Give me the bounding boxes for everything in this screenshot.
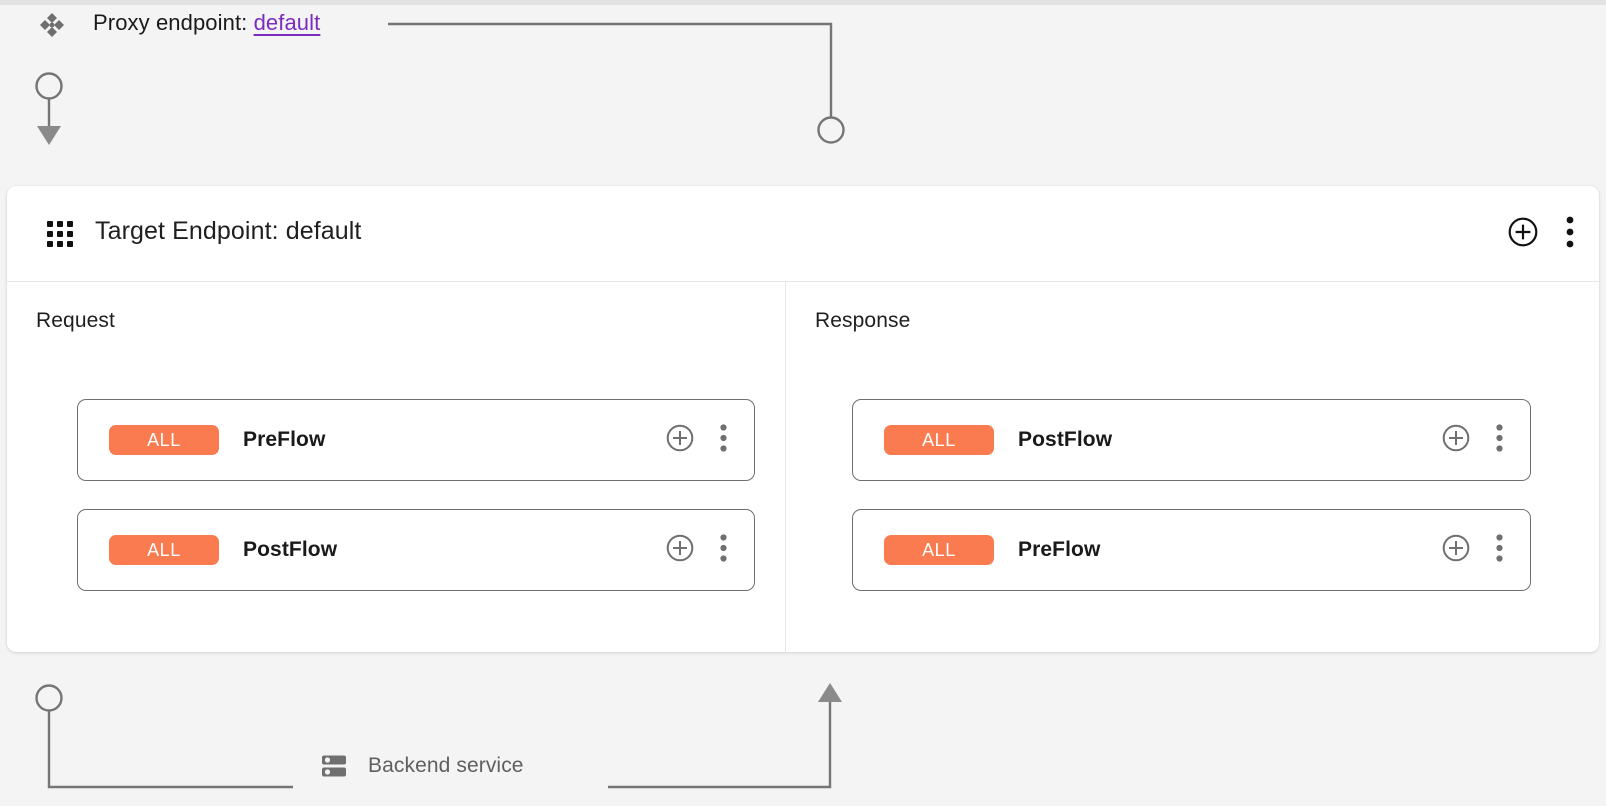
backend-service-node[interactable]: Backend service (320, 752, 524, 780)
arrow-up-backend-response (818, 683, 842, 702)
plus-circle-icon[interactable] (1507, 216, 1539, 253)
status-badge: ALL (884, 535, 994, 565)
flow-card-actions (665, 423, 728, 458)
request-column-title: Request (36, 309, 115, 332)
flow-card-actions (665, 533, 728, 568)
page-title: Target Endpoint: default (95, 217, 362, 245)
server-rack-icon (320, 752, 348, 780)
flow-card-response-preflow[interactable]: ALL PreFlow (852, 509, 1531, 591)
flow-name: PreFlow (243, 428, 326, 451)
connector-node-target-out (35, 684, 63, 712)
plus-circle-icon[interactable] (665, 533, 695, 568)
more-vert-icon[interactable] (1495, 533, 1504, 568)
flow-card-request-postflow[interactable]: ALL PostFlow (77, 509, 755, 591)
flow-card-request-preflow[interactable]: ALL PreFlow (77, 399, 755, 481)
flow-card-actions (1441, 423, 1504, 458)
grid-3x3-icon (45, 219, 75, 249)
proxy-endpoint-label: Proxy endpoint: default (93, 10, 320, 36)
more-vert-icon[interactable] (1565, 215, 1575, 254)
top-edge-strip (0, 0, 1606, 5)
target-endpoint-header: Target Endpoint: default (7, 186, 1599, 282)
plus-circle-icon[interactable] (1441, 423, 1471, 458)
diamond-cluster-icon (36, 9, 68, 41)
flow-card-actions (1441, 533, 1504, 568)
more-vert-icon[interactable] (719, 423, 728, 458)
target-endpoint-panel: Target Endpoint: default (7, 186, 1599, 652)
backend-service-label: Backend service (368, 754, 524, 777)
connector-node-target-in (817, 116, 845, 144)
more-vert-icon[interactable] (1495, 423, 1504, 458)
target-endpoint-actions (1507, 215, 1575, 254)
connector-backend-to-response (608, 700, 832, 789)
status-badge: ALL (884, 425, 994, 455)
flow-card-response-postflow[interactable]: ALL PostFlow (852, 399, 1531, 481)
plus-circle-icon[interactable] (1441, 533, 1471, 568)
more-vert-icon[interactable] (719, 533, 728, 568)
connector-target-to-backend (47, 710, 293, 789)
response-column-title: Response (815, 309, 911, 332)
proxy-endpoint-prefix: Proxy endpoint: (93, 10, 248, 35)
flow-name: PreFlow (1018, 538, 1101, 561)
request-column: Request ALL PreFlow (7, 282, 785, 652)
connector-node-proxy-request (35, 72, 63, 100)
flow-name: PostFlow (243, 538, 338, 561)
column-divider (785, 282, 786, 652)
proxy-endpoint-link[interactable]: default (253, 10, 321, 35)
status-badge: ALL (109, 425, 219, 455)
arrow-down-proxy-request (37, 126, 61, 145)
flow-name: PostFlow (1018, 428, 1113, 451)
response-column: Response ALL PostFlow (786, 282, 1599, 652)
status-badge: ALL (109, 535, 219, 565)
flow-columns: Request ALL PreFlow (7, 282, 1599, 652)
proxy-endpoint-row: Proxy endpoint: default (0, 5, 1606, 45)
plus-circle-icon[interactable] (665, 423, 695, 458)
